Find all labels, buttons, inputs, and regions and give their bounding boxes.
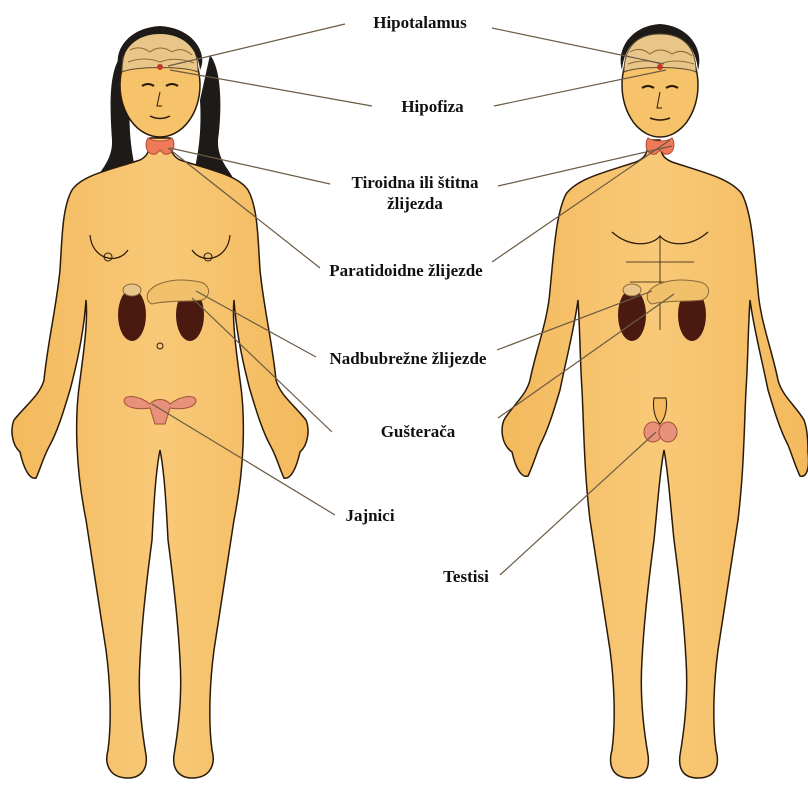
female-kidney-left [118, 289, 146, 341]
female-body [12, 138, 308, 778]
label-thyroid-line2: žlijezda [330, 193, 500, 214]
label-parathyroid: Paratidoidne žlijezde [320, 260, 492, 281]
label-pancreas: Gušterača [348, 421, 488, 442]
label-ovaries: Jajnici [330, 505, 410, 526]
male-testis-right [659, 422, 677, 442]
label-pituitary: Hipofiza [375, 96, 490, 117]
label-adrenal: Nadbubrežne žlijezde [318, 348, 498, 369]
female-figure [12, 26, 308, 778]
label-hypothalamus: Hipotalamus [350, 12, 490, 33]
male-figure [502, 24, 808, 778]
label-thyroid-line1: Tiroidna ili štitna [330, 172, 500, 193]
male-kidney-left [618, 289, 646, 341]
male-body [502, 140, 808, 778]
female-hypothalamus-dot [157, 64, 163, 70]
label-testes: Testisi [430, 566, 502, 587]
male-hypothalamus-dot [657, 64, 663, 70]
